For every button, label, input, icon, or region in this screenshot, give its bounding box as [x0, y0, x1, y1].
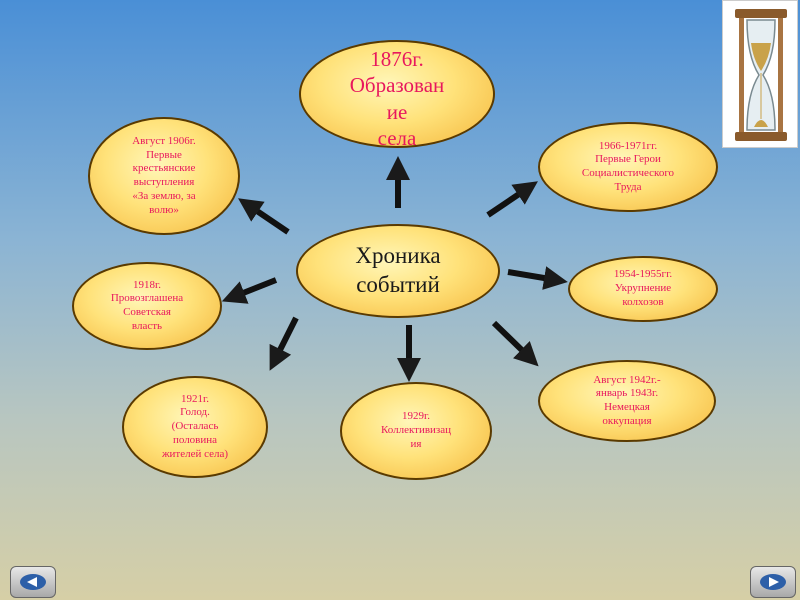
event-1921-label: 1921г. Голод. (Осталась половина жителей… [161, 392, 229, 460]
event-1966-label: 1966-1971гг. Первые Герои Социалистическ… [581, 139, 675, 193]
event-1918-label: 1918г. Провозглашена Советская власть [110, 278, 184, 332]
event-founding: 1876г. Образован ие села [299, 40, 495, 150]
arrow-to-1918 [221, 277, 278, 304]
arrow-to-1954 [507, 266, 568, 290]
forward-arrow-icon [760, 574, 786, 590]
arrow-to-1966 [486, 181, 538, 218]
event-1929: 1929г. Коллективизац ия [340, 382, 492, 480]
hourglass-icon [735, 9, 787, 141]
next-slide-button[interactable] [750, 566, 796, 598]
event-1906: Август 1906г. Первые крестьянские выступ… [88, 117, 240, 235]
center-label: Хроника событий [355, 243, 441, 297]
prev-slide-button[interactable] [10, 566, 56, 598]
arrow-to-1921 [269, 316, 299, 371]
back-arrow-icon [20, 574, 46, 590]
event-1918: 1918г. Провозглашена Советская власть [72, 262, 222, 350]
event-1954: 1954-1955гг. Укрупнение колхозов [568, 256, 718, 322]
event-1942: Август 1942г.- январь 1943г. Немецкая ок… [538, 360, 716, 442]
event-1906-label: Август 1906г. Первые крестьянские выступ… [132, 134, 196, 216]
event-1966: 1966-1971гг. Первые Герои Социалистическ… [538, 122, 718, 212]
event-1929-label: 1929г. Коллективизац ия [380, 410, 452, 450]
arrow-to-1906 [238, 198, 290, 235]
hourglass-frame [722, 0, 798, 148]
event-1921: 1921г. Голод. (Осталась половина жителей… [122, 376, 268, 478]
event-1954-label: 1954-1955гг. Укрупнение колхозов [613, 268, 673, 308]
center-node: Хроника событий [296, 224, 500, 318]
event-1942-label: Август 1942г.- январь 1943г. Немецкая ок… [593, 373, 661, 427]
arrow-to-1942 [491, 320, 539, 367]
event-founding-label: 1876г. Образован ие села [349, 47, 445, 150]
